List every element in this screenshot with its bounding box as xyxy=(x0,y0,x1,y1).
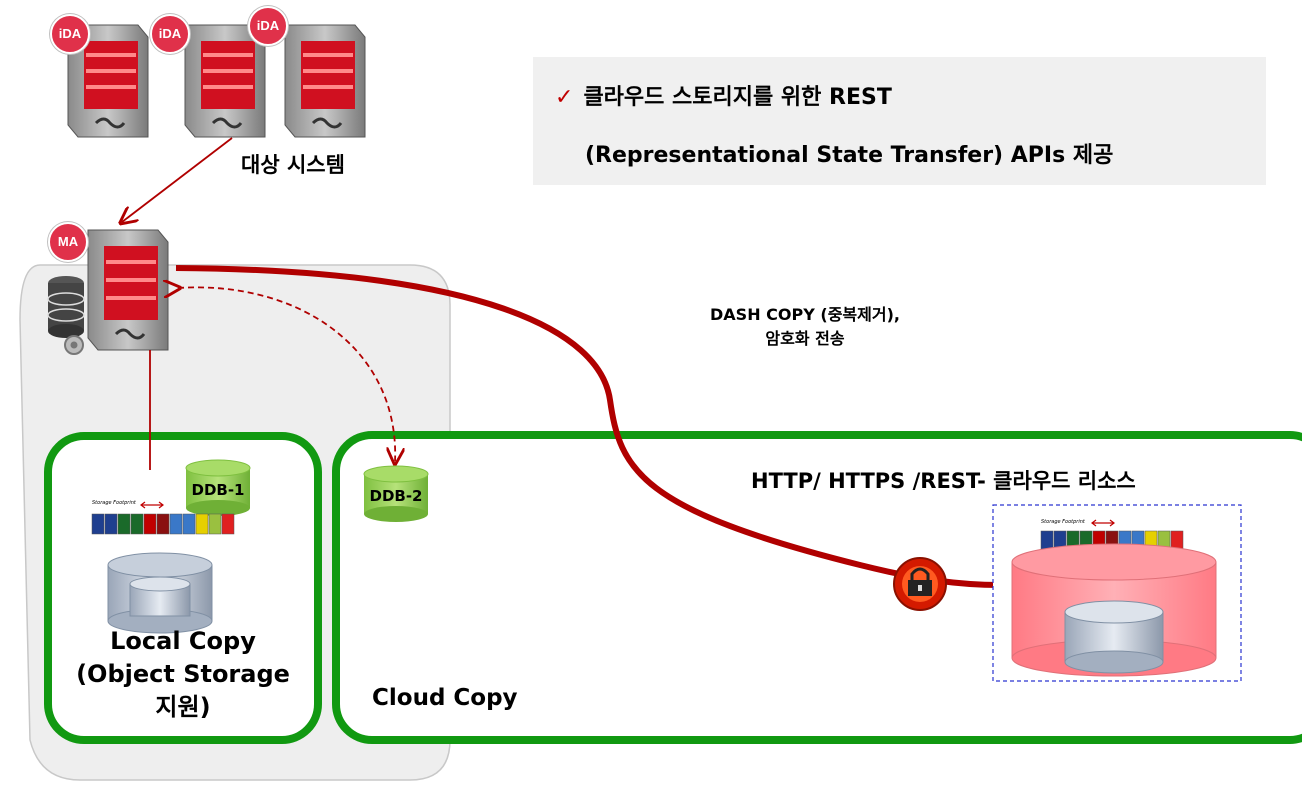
local-storage-cylinder xyxy=(107,552,213,634)
cloud-copy-title: Cloud Copy xyxy=(372,685,518,711)
callout-line-1: ✓클라우드 스토리지를 위한 REST xyxy=(555,85,892,110)
cloud-resource-header: HTTP/ HTTPS /REST- 클라우드 리소스 xyxy=(751,469,1136,493)
footprint-block xyxy=(143,513,157,535)
footprint-block xyxy=(91,513,105,535)
check-mark-icon: ✓ xyxy=(555,85,574,110)
footprint-block xyxy=(221,513,235,535)
footprint-block xyxy=(182,513,196,535)
footprint-block xyxy=(104,513,118,535)
ddb-2-cylinder xyxy=(363,465,429,522)
footprint-block xyxy=(169,513,183,535)
ma-badge: MA xyxy=(48,222,88,262)
footprint-block xyxy=(130,513,144,535)
ddb-1-cylinder xyxy=(185,459,251,516)
ddb-1-label: DDB-1 xyxy=(191,481,245,499)
local-footprint-strip xyxy=(91,513,235,535)
ddb-2-label: DDB-2 xyxy=(369,487,423,505)
rest-api-callout: ✓클라우드 스토리지를 위한 REST (Representational St… xyxy=(533,57,1266,185)
footprint-block xyxy=(117,513,131,535)
cloud-storage-cylinder xyxy=(1011,543,1217,677)
ida-badge-1: iDA xyxy=(50,14,90,54)
ida-badge-2: iDA xyxy=(150,14,190,54)
local-copy-title: Local Copy (Object Storage 지원) xyxy=(76,627,290,721)
local-footprint-label: Storage Footprint xyxy=(92,500,136,506)
media-agent-server xyxy=(47,229,169,355)
arrow-to-ma xyxy=(122,137,233,222)
footprint-block xyxy=(195,513,209,535)
footprint-block xyxy=(156,513,170,535)
target-system-label: 대상 시스템 xyxy=(241,153,345,177)
ddb2-dashed-link xyxy=(178,287,395,462)
cloud-footprint-label: Storage Footprint xyxy=(1041,519,1085,525)
server-group-ida xyxy=(67,24,366,138)
lock-icon xyxy=(893,557,947,611)
transfer-label: DASH COPY (중복제거), 암호화 전송 xyxy=(710,305,900,348)
ida-badge-3: iDA xyxy=(248,6,288,46)
callout-line-2: (Representational State Transfer) APIs 제… xyxy=(585,143,1114,168)
footprint-block xyxy=(208,513,222,535)
